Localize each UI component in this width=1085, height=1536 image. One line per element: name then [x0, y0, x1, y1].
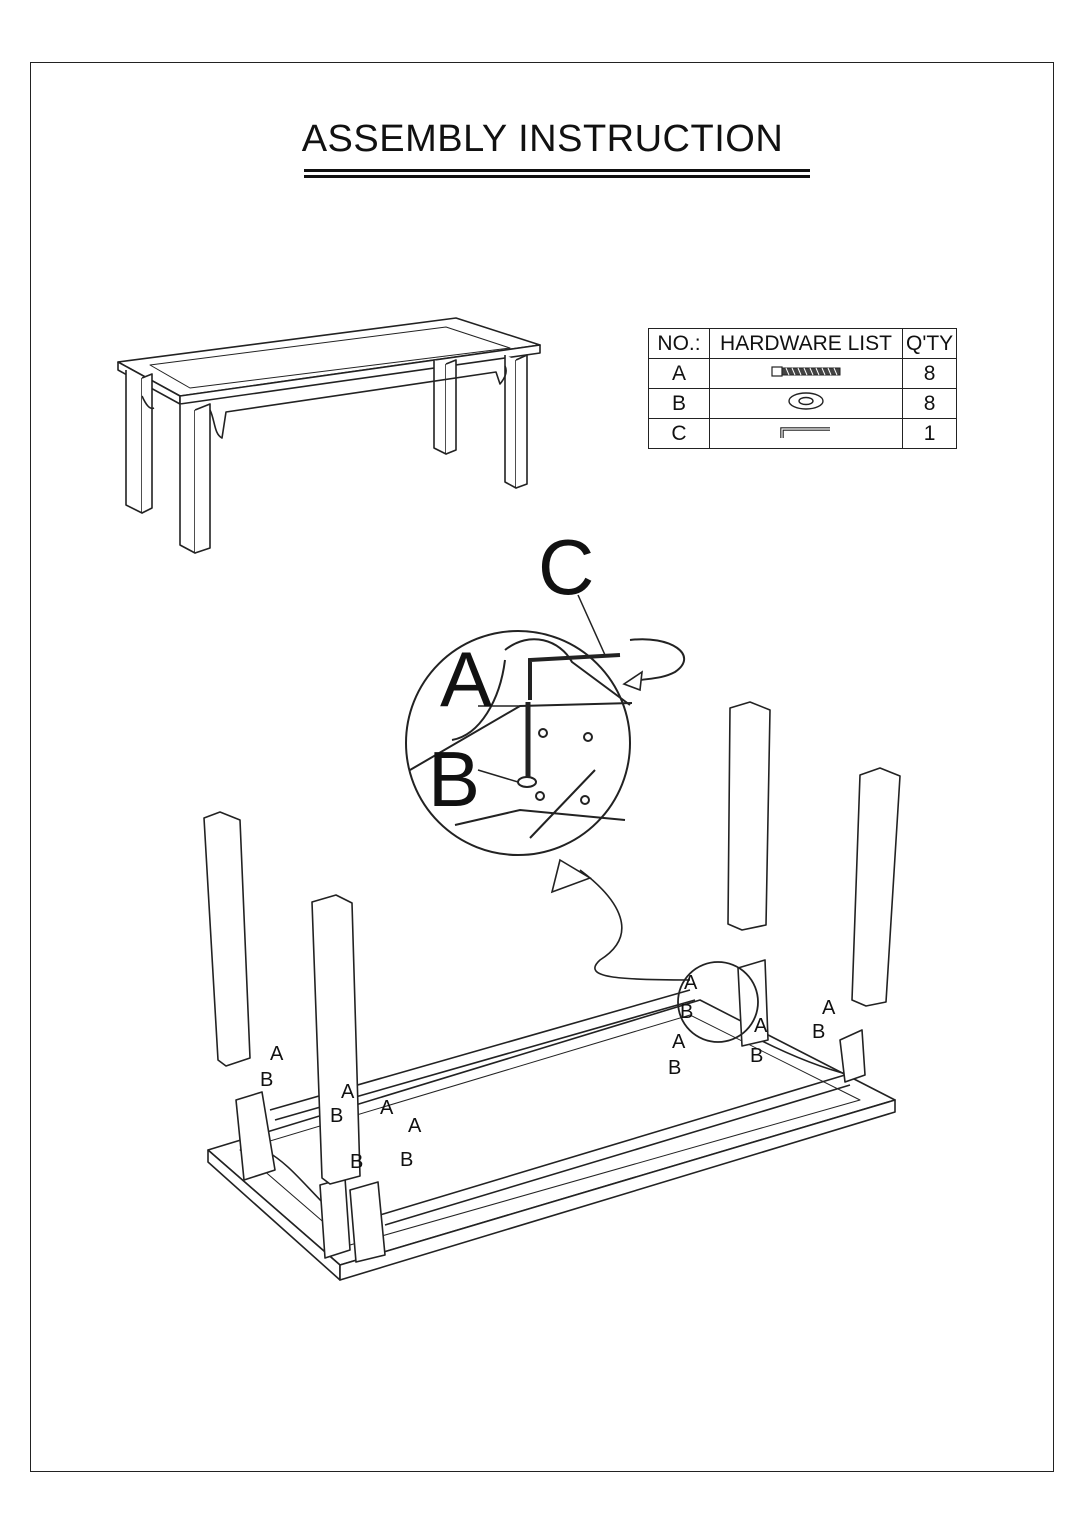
hardware-table: NO.: HARDWARE LIST Q'TY A 8 B 8 C [648, 328, 958, 449]
part-label-b: B [260, 1069, 274, 1091]
part-label-b: B [680, 1001, 694, 1023]
header-qty: Q'TY [901, 328, 958, 359]
label-a: A [440, 635, 493, 723]
part-label-b: B [668, 1057, 682, 1079]
hardware-no: A [648, 358, 710, 389]
allen-key-icon [709, 418, 903, 449]
part-label-a: A [380, 1097, 394, 1119]
bolt-icon [709, 358, 903, 389]
part-label-a: A [341, 1081, 355, 1103]
title-underline [304, 169, 810, 172]
hardware-row-b: B 8 [648, 388, 958, 419]
label-c: C [538, 523, 595, 611]
part-label-a: A [754, 1015, 768, 1037]
hardware-row-c: C 1 [648, 418, 958, 449]
hardware-no: C [648, 418, 710, 449]
part-label-a: A [408, 1115, 422, 1137]
washer-icon [709, 388, 903, 419]
title-underline-second [304, 175, 810, 178]
hardware-qty: 8 [901, 358, 958, 389]
part-label-b: B [330, 1105, 344, 1127]
part-label-a: A [684, 972, 698, 994]
part-label-b: B [400, 1149, 414, 1171]
header-hardware-list: HARDWARE LIST [709, 328, 903, 359]
part-label-a: A [672, 1031, 686, 1053]
hardware-qty: 1 [901, 418, 958, 449]
label-b: B [428, 735, 481, 823]
part-label-b: B [350, 1151, 364, 1173]
part-label-a: A [270, 1043, 284, 1065]
part-label-b: B [812, 1021, 826, 1043]
hardware-qty: 8 [901, 388, 958, 419]
page-frame [30, 62, 1054, 1472]
part-label-b: B [750, 1045, 764, 1067]
hardware-row-a: A 8 [648, 358, 958, 389]
part-label-a: A [822, 997, 836, 1019]
hardware-table-header: NO.: HARDWARE LIST Q'TY [648, 328, 958, 359]
page-title: ASSEMBLY INSTRUCTION [301, 118, 784, 160]
